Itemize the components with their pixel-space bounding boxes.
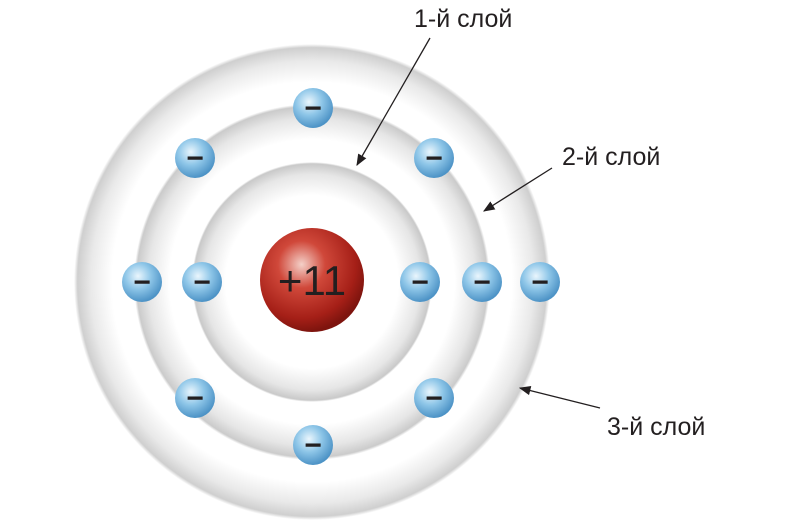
electron-sign: −	[186, 142, 204, 175]
electron-sign: −	[304, 92, 322, 125]
nucleus: +11	[260, 228, 364, 332]
electron-sign: −	[193, 266, 211, 299]
electron-sign: −	[186, 382, 204, 415]
shell-2-callout: 2-й слой	[483, 143, 660, 212]
electrons: − − − − − − − − − − −	[122, 88, 560, 465]
electron: −	[122, 262, 162, 302]
electron: −	[414, 378, 454, 418]
electron-sign: −	[411, 266, 429, 299]
shell-3-arrow	[518, 386, 601, 409]
electron: −	[462, 262, 502, 302]
electron-sign: −	[473, 266, 491, 299]
electron-sign: −	[425, 142, 443, 175]
electron: −	[175, 138, 215, 178]
electron: −	[175, 378, 215, 418]
electron-sign: −	[531, 266, 549, 299]
electron: −	[414, 138, 454, 178]
electron: −	[400, 262, 440, 302]
electron-sign: −	[133, 266, 151, 299]
shell-1-arrow	[356, 37, 431, 167]
electron-sign: −	[425, 382, 443, 415]
electron: −	[182, 262, 222, 302]
electron: −	[520, 262, 560, 302]
electron: −	[293, 88, 333, 128]
shell-3-callout: 3-й слой	[518, 386, 705, 441]
shell-3-label: 3-й слой	[607, 413, 705, 441]
electron: −	[293, 425, 333, 465]
shell-1-label: 1-й слой	[414, 5, 512, 33]
shell-1-callout: 1-й слой	[356, 5, 512, 167]
nucleus-charge-label: +11	[278, 257, 346, 304]
shell-2-label: 2-й слой	[562, 143, 660, 171]
shell-2-arrow	[483, 167, 553, 212]
electron-sign: −	[304, 429, 322, 462]
